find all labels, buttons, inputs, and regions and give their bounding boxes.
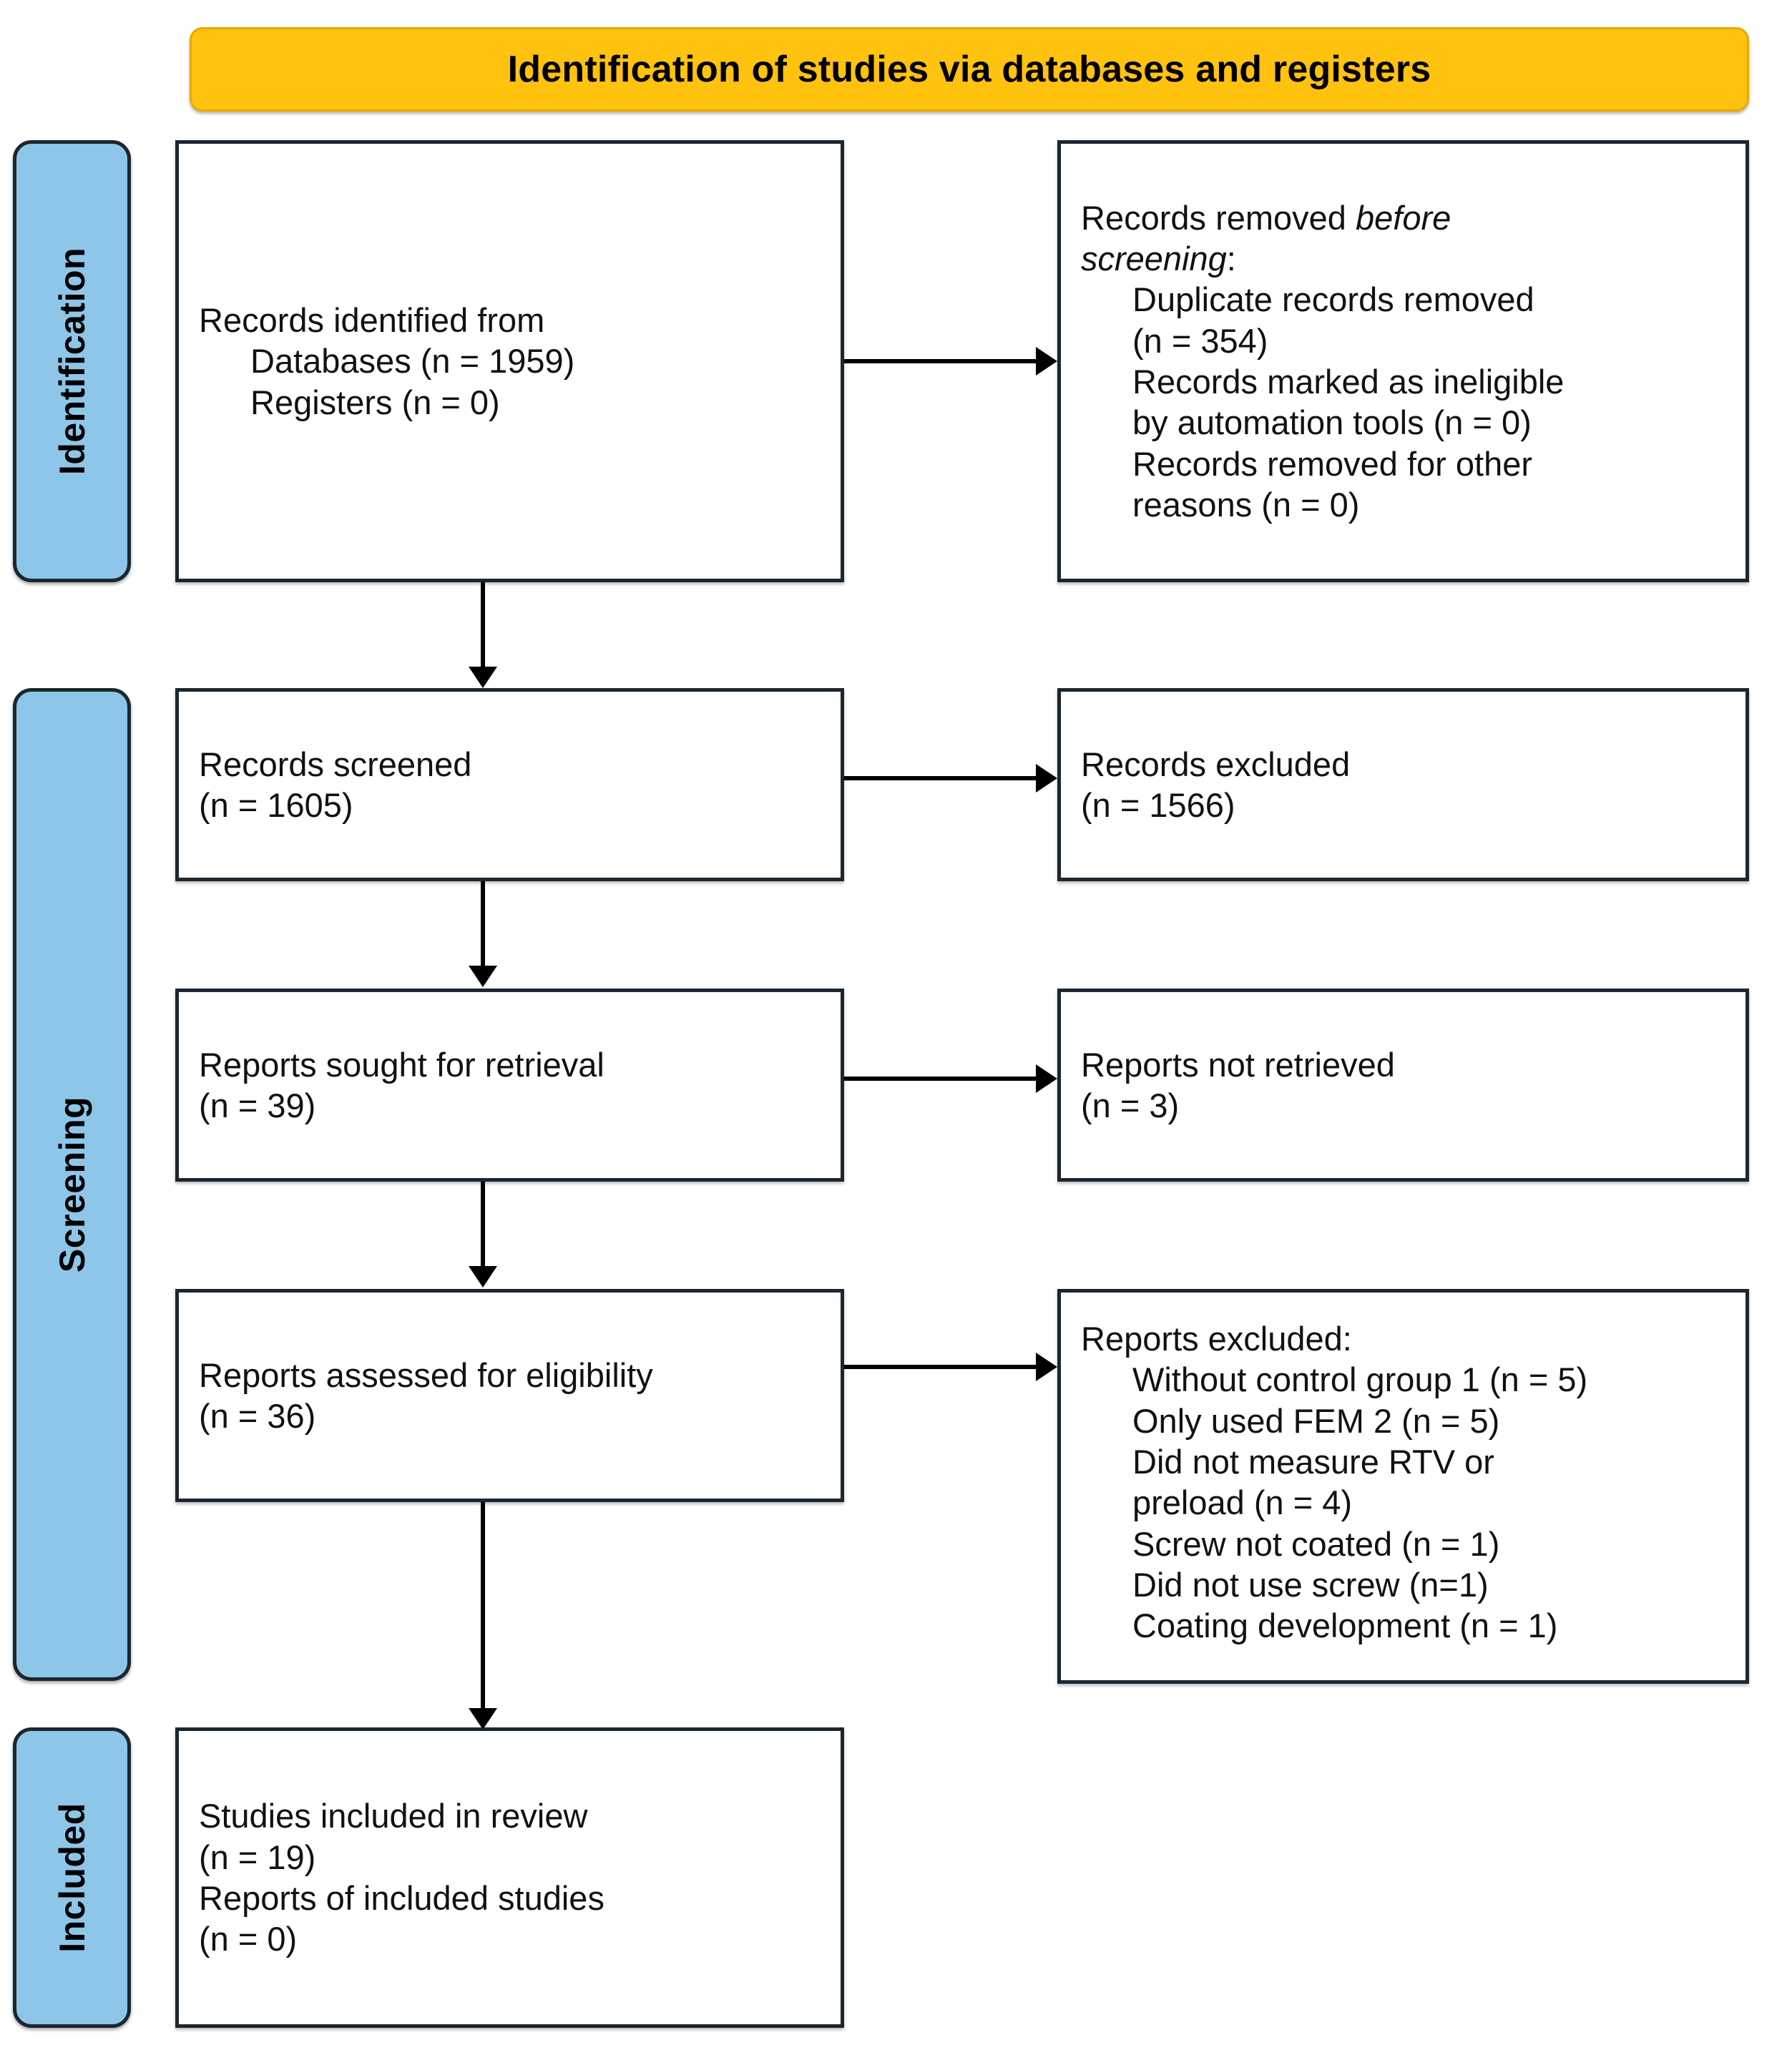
- connector-assessed-to-included: [481, 1502, 485, 1708]
- reports-excluded-line-6: Screw not coated (n = 1): [1132, 1524, 1500, 1563]
- reports-excluded-line-5: preload (n = 4): [1132, 1484, 1352, 1522]
- box-records-identified: Records identified from Databases (n = 1…: [175, 140, 844, 582]
- records-removed-line-5: Records marked as ineligible: [1132, 363, 1565, 401]
- diagram-title: Identification of studies via databases …: [507, 49, 1431, 90]
- arrowhead-sought-to-assessed: [469, 1266, 497, 1288]
- stage-bar-screening: Screening: [13, 688, 131, 1681]
- records-identified-line-2: Databases (n = 1959): [250, 342, 575, 381]
- arrowhead-identified-to-removed: [1036, 347, 1057, 376]
- reports-not-retrieved-line-2: (n = 3): [1081, 1087, 1180, 1124]
- diagram-header-banner: Identification of studies via databases …: [190, 27, 1749, 112]
- records-excluded-line-1: Records excluded: [1081, 745, 1351, 783]
- reports-excluded-line-1: Reports excluded:: [1081, 1320, 1352, 1358]
- connector-identified-to-screened: [481, 582, 485, 667]
- reports-excluded-line-2: Without control group 1 (n = 5): [1132, 1360, 1588, 1399]
- arrowhead-assessed-to-excluded: [1036, 1353, 1057, 1381]
- records-removed-line-2: screening:: [1081, 238, 1725, 279]
- arrowhead-screened-to-excluded: [1036, 764, 1057, 793]
- arrowhead-assessed-to-included: [469, 1708, 497, 1730]
- connector-assessed-to-excluded: [844, 1365, 1036, 1369]
- stage-label-screening: Screening: [52, 1096, 92, 1273]
- arrowhead-identified-to-screened: [469, 667, 497, 688]
- box-reports-excluded: Reports excluded: Without control group …: [1057, 1289, 1749, 1684]
- records-removed-text-a: Records removed: [1081, 198, 1356, 237]
- box-reports-assessed: Reports assessed for eligibility (n = 36…: [175, 1289, 844, 1502]
- arrowhead-screened-to-sought: [469, 966, 497, 987]
- connector-screened-to-excluded: [844, 776, 1036, 780]
- records-removed-text-colon: :: [1226, 240, 1236, 278]
- connector-sought-to-assessed: [481, 1182, 485, 1266]
- records-excluded-line-2: (n = 1566): [1081, 786, 1235, 824]
- records-removed-line-8: reasons (n = 0): [1132, 485, 1360, 524]
- reports-sought-line-1: Reports sought for retrieval: [199, 1045, 604, 1084]
- box-reports-not-retrieved: Reports not retrieved (n = 3): [1057, 989, 1749, 1182]
- box-reports-sought: Reports sought for retrieval (n = 39): [175, 989, 844, 1182]
- stage-label-included: Included: [52, 1803, 92, 1953]
- records-screened-line-2: (n = 1605): [199, 786, 353, 824]
- stage-bar-identification: Identification: [13, 140, 131, 582]
- reports-sought-line-2: (n = 39): [199, 1087, 316, 1124]
- connector-identified-to-removed: [844, 359, 1036, 363]
- stage-bar-included: Included: [13, 1727, 131, 2028]
- records-screened-line-1: Records screened: [199, 745, 472, 783]
- records-removed-line-3: Duplicate records removed: [1132, 280, 1534, 319]
- arrowhead-sought-to-not-retrieved: [1036, 1064, 1057, 1093]
- reports-assessed-line-1: Reports assessed for eligibility: [199, 1355, 653, 1394]
- reports-excluded-line-4: Did not measure RTV or: [1132, 1442, 1494, 1481]
- box-records-excluded: Records excluded (n = 1566): [1057, 688, 1749, 881]
- box-studies-included: Studies included in review (n = 19) Repo…: [175, 1727, 844, 2028]
- studies-included-line-1: Studies included in review: [199, 1797, 588, 1835]
- reports-not-retrieved-line-1: Reports not retrieved: [1081, 1045, 1395, 1084]
- box-records-removed: Records removed before screening: Duplic…: [1057, 140, 1749, 582]
- records-identified-line-3: Registers (n = 0): [250, 383, 500, 421]
- reports-excluded-line-8: Coating development (n = 1): [1132, 1607, 1558, 1645]
- records-removed-line-6: by automation tools (n = 0): [1132, 403, 1532, 442]
- studies-included-line-2: (n = 19): [199, 1838, 316, 1876]
- box-records-screened: Records screened (n = 1605): [175, 688, 844, 881]
- records-identified-line-1: Records identified from: [199, 301, 545, 339]
- records-removed-line-4: (n = 354): [1132, 321, 1268, 360]
- reports-excluded-line-3: Only used FEM 2 (n = 5): [1132, 1401, 1500, 1440]
- records-removed-line-7: Records removed for other: [1132, 444, 1533, 483]
- connector-screened-to-sought: [481, 881, 485, 966]
- studies-included-line-3: Reports of included studies: [199, 1879, 604, 1917]
- reports-excluded-line-7: Did not use screw (n=1): [1132, 1565, 1489, 1604]
- records-removed-line-1: Records removed before: [1081, 197, 1725, 238]
- stage-label-identification: Identification: [52, 247, 92, 476]
- reports-assessed-line-2: (n = 36): [199, 1397, 316, 1435]
- records-removed-text-before: before: [1356, 198, 1451, 237]
- records-removed-text-screening: screening: [1081, 240, 1227, 278]
- studies-included-line-4: (n = 0): [199, 1920, 298, 1958]
- connector-sought-to-not-retrieved: [844, 1077, 1036, 1081]
